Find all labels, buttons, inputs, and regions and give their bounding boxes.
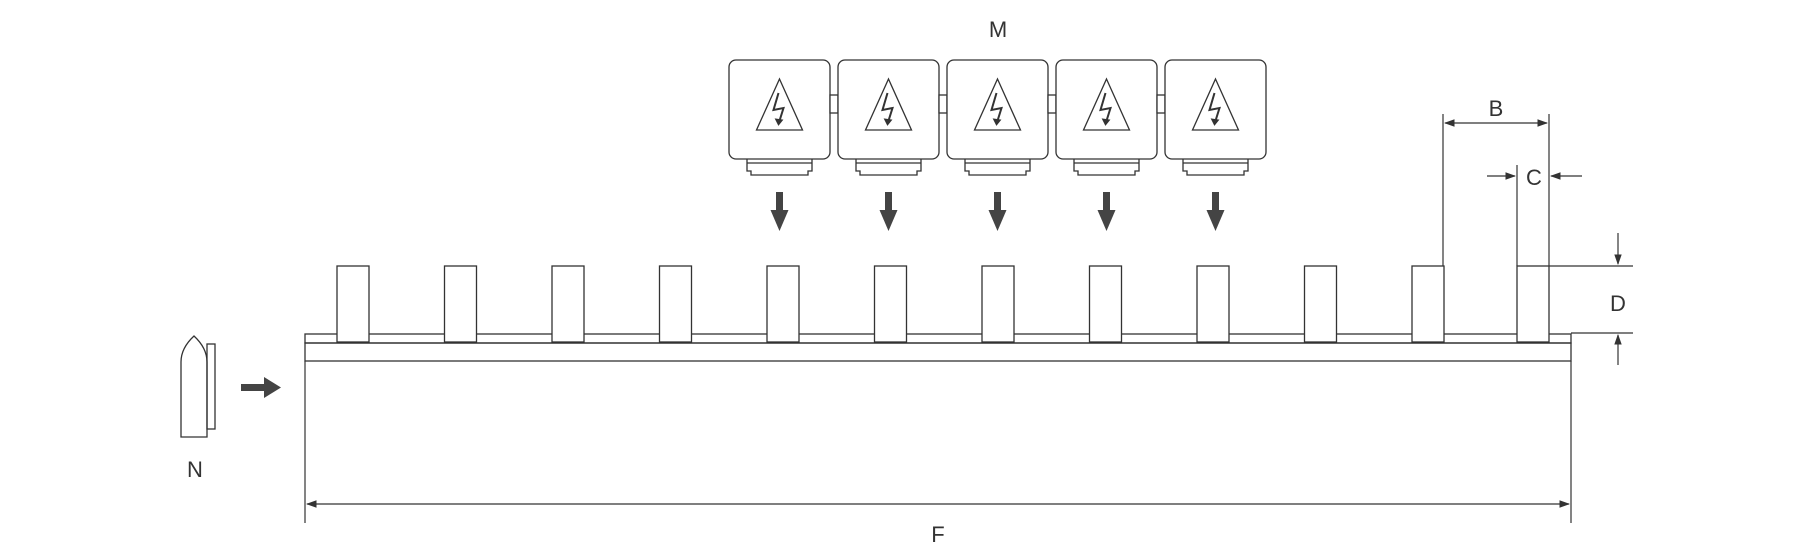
busbar-pin (658, 265, 693, 343)
label-b: B (1488, 96, 1504, 121)
high-voltage-warning-icon (755, 77, 804, 131)
high-voltage-warning-icon (973, 77, 1022, 131)
end-cap-insert-arrow (241, 377, 281, 398)
high-voltage-warning-icon (1082, 77, 1131, 131)
label-d: D (1610, 291, 1626, 316)
busbar-pin (873, 265, 908, 343)
dimension-d (1549, 233, 1633, 365)
insert-down-arrow (988, 192, 1007, 231)
pin-row (336, 265, 1550, 343)
protective-cap (837, 59, 948, 176)
busbar-pin (1303, 265, 1338, 343)
busbar-pin (1196, 265, 1230, 343)
end-cap (180, 335, 216, 438)
dimension-c (1487, 165, 1582, 266)
protective-cap-row (728, 59, 1267, 176)
insert-down-arrow (1097, 192, 1116, 231)
dimension-b (1442, 114, 1550, 266)
high-voltage-warning-icon (864, 77, 913, 131)
busbar-strip (304, 333, 1572, 362)
insert-down-arrow (1206, 192, 1225, 231)
protective-cap (946, 59, 1057, 176)
insert-down-arrow (770, 192, 789, 231)
busbar-pin (1088, 265, 1123, 343)
busbar-pin (551, 265, 585, 343)
protective-cap (1164, 59, 1267, 176)
protective-cap (728, 59, 839, 176)
busbar-pin (766, 265, 800, 343)
label-f: F (931, 522, 945, 547)
protective-cap (1055, 59, 1166, 176)
dimension-f (304, 361, 1572, 523)
label-c: C (1526, 165, 1542, 190)
high-voltage-warning-icon (1191, 77, 1240, 131)
label-m: M (988, 17, 1008, 42)
busbar-pin (981, 265, 1015, 343)
busbar-pin (1411, 265, 1445, 343)
insert-arrow-group (770, 192, 1225, 231)
label-n: N (187, 457, 203, 482)
busbar-pin (1516, 265, 1550, 343)
insert-down-arrow (879, 192, 898, 231)
busbar-pin (443, 265, 478, 343)
busbar-pin (336, 265, 370, 343)
